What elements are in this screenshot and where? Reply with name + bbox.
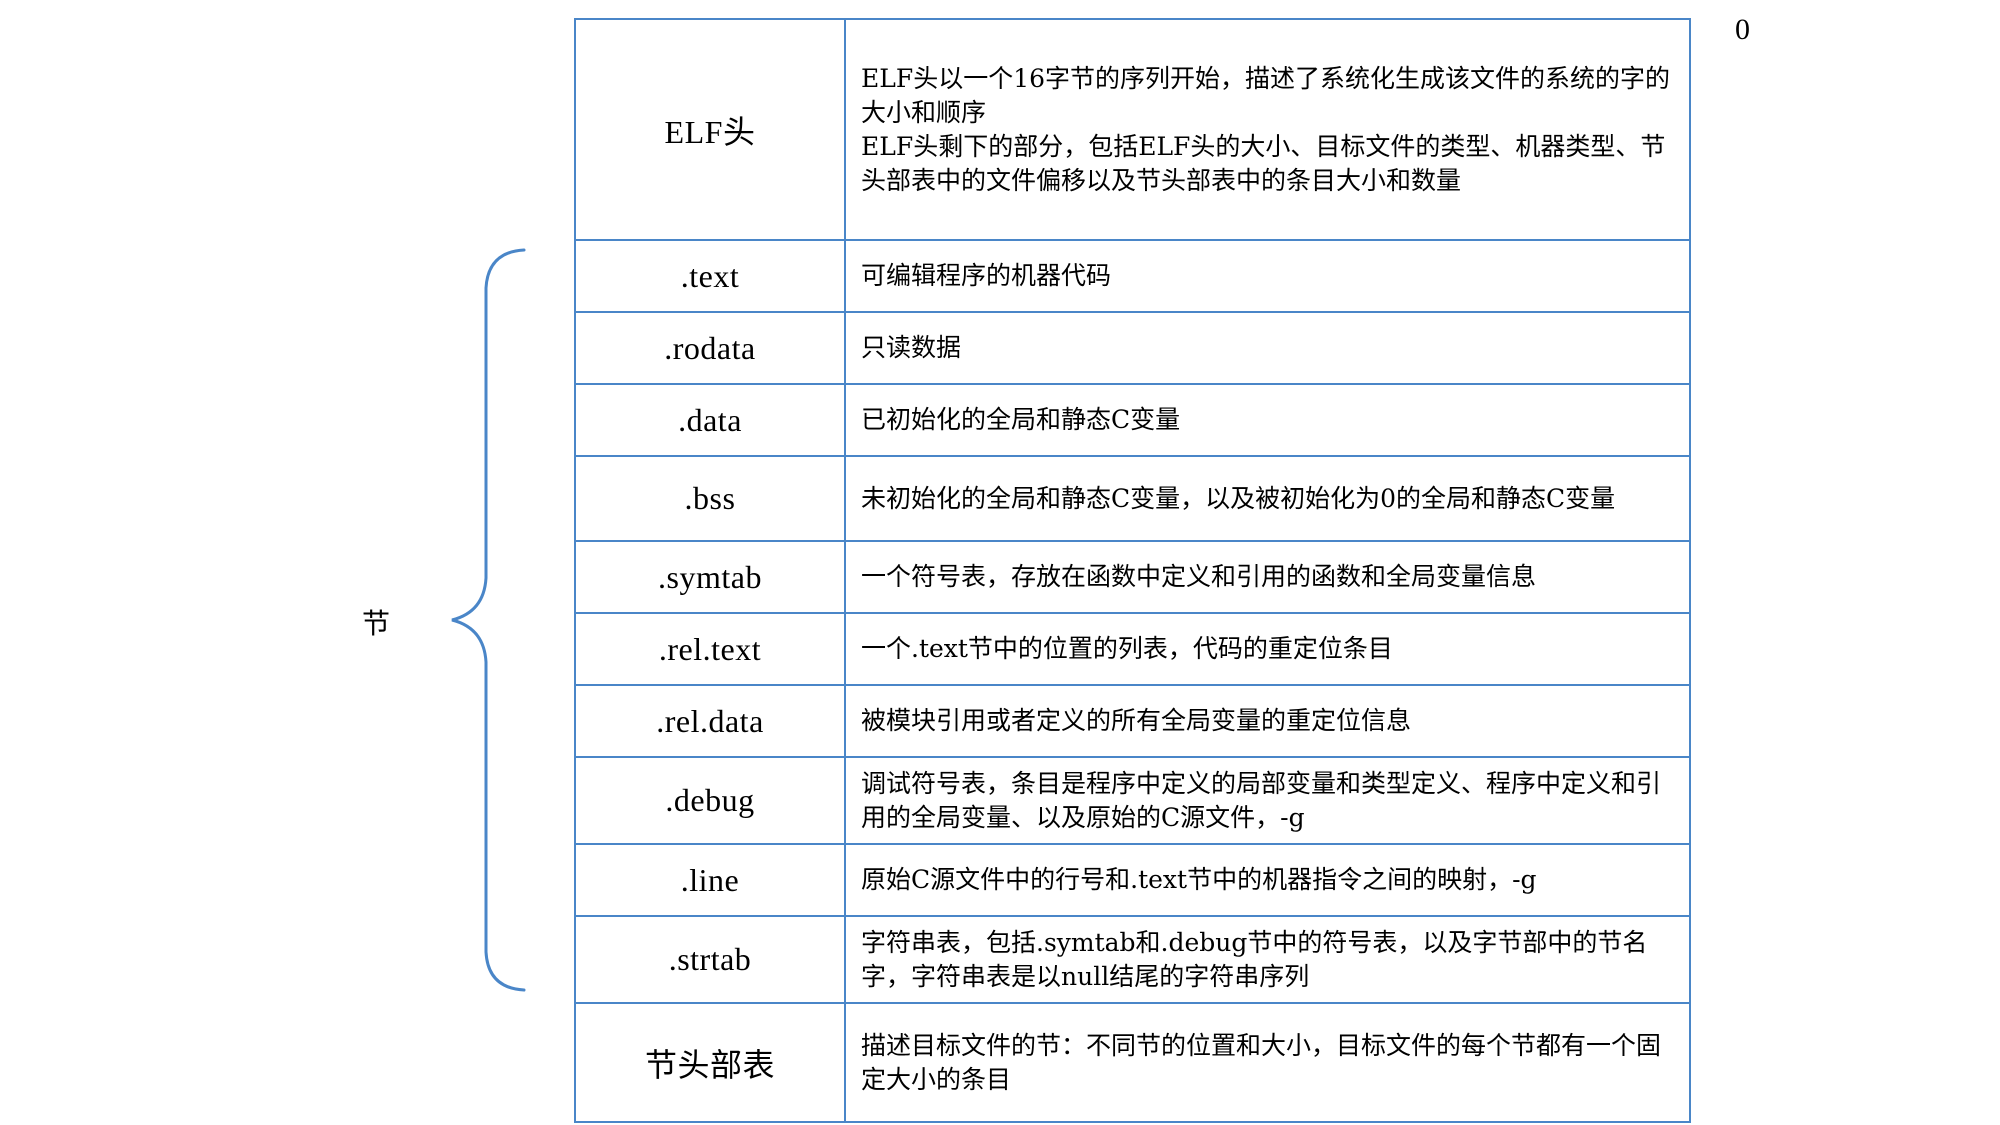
section-name-cell: .bss: [574, 455, 846, 542]
section-name-cell: .rodata: [574, 311, 846, 385]
section-description-text: ELF头以一个16字节的序列开始，描述了系统化生成该文件的系统的字的大小和顺序: [861, 63, 1671, 127]
section-description-cell: 调试符号表，条目是程序中定义的局部变量和类型定义、程序中定义和引用的全局变量、以…: [844, 756, 1691, 845]
sections-group-label: 节: [362, 607, 391, 640]
section-description-text: 原始C源文件中的行号和.text节中的机器指令之间的映射，-g: [861, 865, 1537, 894]
section-description-cell: 一个符号表，存放在函数中定义和引用的函数和全局变量信息: [844, 540, 1691, 614]
section-description-cell: 被模块引用或者定义的所有全局变量的重定位信息: [844, 684, 1691, 758]
section-description-text: 字符串表，包括.symtab和.debug节中的符号表，以及字节部中的节名字，字…: [861, 927, 1648, 991]
section-description-text: 被模块引用或者定义的所有全局变量的重定位信息: [861, 706, 1412, 735]
section-description-text: 调试符号表，条目是程序中定义的局部变量和类型定义、程序中定义和引用的全局变量、以…: [861, 768, 1662, 832]
section-description-cell: 原始C源文件中的行号和.text节中的机器指令之间的映射，-g: [844, 843, 1691, 917]
section-description-cell: 已初始化的全局和静态C变量: [844, 383, 1691, 457]
table-row: .text 可编辑程序的机器代码: [574, 239, 1691, 313]
section-description-cell: 只读数据: [844, 311, 1691, 385]
section-description-text: 可编辑程序的机器代码: [861, 261, 1112, 290]
section-name-cell: .text: [574, 239, 846, 313]
table-row: .line 原始C源文件中的行号和.text节中的机器指令之间的映射，-g: [574, 843, 1691, 917]
section-description-text: 一个.text节中的位置的列表，代码的重定位条目: [861, 634, 1393, 663]
section-name-cell: .symtab: [574, 540, 846, 614]
section-description-cell: 可编辑程序的机器代码: [844, 239, 1691, 313]
brace-path: [451, 248, 526, 992]
corner-label: 0: [1735, 13, 1750, 46]
section-description-text: 只读数据: [861, 333, 962, 362]
section-name-cell: 节头部表: [574, 1002, 846, 1123]
section-description-cell: 未初始化的全局和静态C变量，以及被初始化为0的全局和静态C变量: [844, 455, 1691, 542]
table-row: .rodata 只读数据: [574, 311, 1691, 385]
section-description-text: ELF头剩下的部分，包括ELF头的大小、目标文件的类型、机器类型、节头部表中的文…: [861, 131, 1666, 195]
section-description-cell: 字符串表，包括.symtab和.debug节中的符号表，以及字节部中的节名字，字…: [844, 915, 1691, 1004]
section-name-cell: .debug: [574, 756, 846, 845]
table-row: 节头部表描述目标文件的节：不同节的位置和大小，目标文件的每个节都有一个固定大小的…: [574, 1002, 1691, 1123]
section-name-cell: .line: [574, 843, 846, 917]
section-name-cell: ELF头: [574, 18, 846, 241]
table-row: .rel.data 被模块引用或者定义的所有全局变量的重定位信息: [574, 684, 1691, 758]
section-description-text: 已初始化的全局和静态C变量: [861, 405, 1181, 434]
table-row: .bss 未初始化的全局和静态C变量，以及被初始化为0的全局和静态C变量: [574, 455, 1691, 542]
section-description-text: 未初始化的全局和静态C变量，以及被初始化为0的全局和静态C变量: [861, 483, 1616, 513]
section-description-cell: 描述目标文件的节：不同节的位置和大小，目标文件的每个节都有一个固定大小的条目: [844, 1002, 1691, 1123]
section-description-cell: 一个.text节中的位置的列表，代码的重定位条目: [844, 612, 1691, 686]
section-name-cell: .rel.text: [574, 612, 846, 686]
section-name-cell: .data: [574, 383, 846, 457]
section-name-cell: .rel.data: [574, 684, 846, 758]
section-description-text: 描述目标文件的节：不同节的位置和大小，目标文件的每个节都有一个固定大小的条目: [861, 1030, 1662, 1094]
sections-brace-icon: [451, 248, 526, 992]
table-row: .rel.text 一个.text节中的位置的列表，代码的重定位条目: [574, 612, 1691, 686]
table-row: .data 已初始化的全局和静态C变量: [574, 383, 1691, 457]
section-name-cell: .strtab: [574, 915, 846, 1004]
section-description-text: 一个符号表，存放在函数中定义和引用的函数和全局变量信息: [861, 562, 1537, 591]
table-row: .symtab 一个符号表，存放在函数中定义和引用的函数和全局变量信息: [574, 540, 1691, 614]
